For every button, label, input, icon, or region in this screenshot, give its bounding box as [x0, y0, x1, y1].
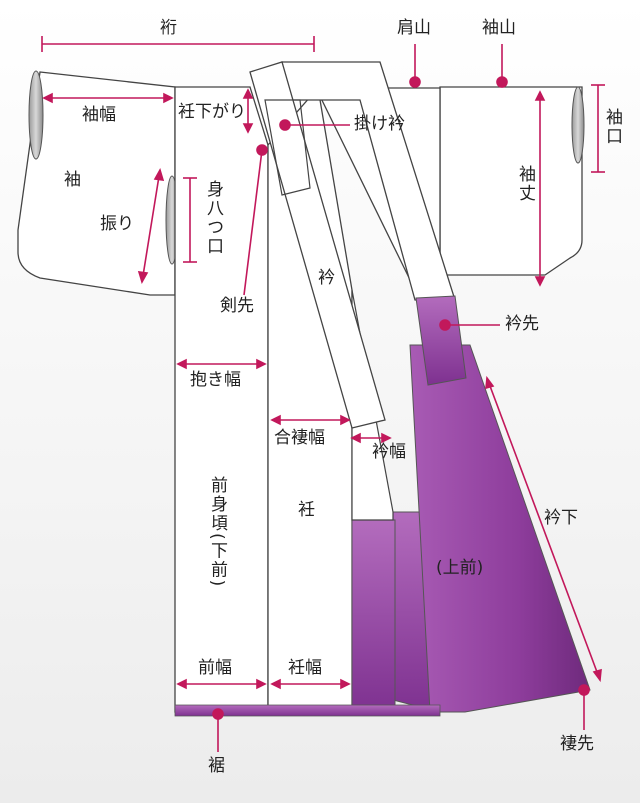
kakeeri-box — [264, 99, 311, 196]
label-tsumasaki: 褄先 — [560, 734, 594, 754]
label-okumisagari: 衽下がり — [178, 102, 246, 122]
label-sodeguchi: 袖口 — [602, 108, 622, 146]
right-sleeve — [439, 86, 583, 276]
label-miyatsukuchi: 身八つ口 — [203, 180, 223, 256]
okumi-purple-strip — [351, 519, 396, 713]
label-sodeyama: 袖山 — [482, 18, 516, 38]
erishita-line — [486, 377, 601, 681]
label-katayama: 肩山 — [397, 18, 431, 38]
label-okumihaba: 衽幅 — [288, 658, 322, 678]
label-eri: 衿 — [318, 268, 335, 288]
left-sleeve-opening — [28, 70, 44, 160]
label-okumi: 衽 — [298, 500, 315, 520]
label-yuki: 裄 — [160, 18, 177, 38]
label-kensaki: 剣先 — [220, 296, 254, 316]
measurements — [41, 36, 605, 752]
label-furi: 振り — [100, 214, 134, 234]
right-sleeve-opening — [571, 86, 585, 164]
label-erihaba: 衿幅 — [372, 442, 406, 462]
label-maemigoro: 前身頃(下前) — [207, 476, 227, 589]
left-sleeve — [17, 71, 176, 296]
kakeeri-band — [249, 61, 386, 429]
katayama-dot — [409, 76, 421, 88]
label-aiwakihaba: 合褄幅 — [274, 428, 325, 448]
hem-bar — [174, 704, 441, 717]
label-kakeeri: 掛け衿 — [354, 114, 405, 134]
uwamae-panel — [409, 344, 591, 713]
kensaki-pointer — [243, 149, 263, 296]
sodeyama-dot — [496, 76, 508, 88]
label-uwamae: (上前) — [436, 558, 484, 578]
label-erisaki: 衿先 — [505, 314, 539, 334]
erisaki-block — [415, 295, 467, 386]
furi-line — [141, 169, 161, 283]
label-maehaba: 前幅 — [198, 658, 232, 678]
label-sode: 袖 — [64, 170, 81, 190]
label-sodetake: 袖丈 — [514, 164, 535, 204]
label-erishita: 衿下 — [544, 508, 578, 528]
label-dakihaba: 抱き幅 — [190, 370, 241, 390]
label-suso: 裾 — [208, 756, 225, 776]
label-sodehaba: 袖幅 — [80, 105, 118, 125]
